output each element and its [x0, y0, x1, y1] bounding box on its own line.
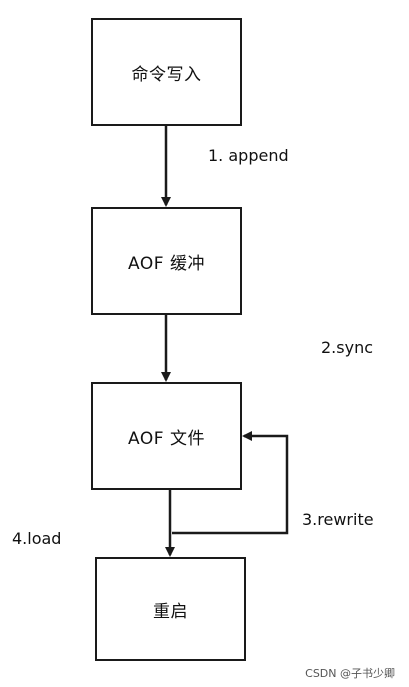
node-restart: 重启	[95, 557, 246, 661]
edge-label-sync: 2.sync	[321, 338, 374, 357]
node-command-write: 命令写入	[91, 18, 242, 126]
arrow-rewrite	[172, 431, 289, 535]
watermark: CSDN @子书少卿	[305, 667, 395, 680]
edge-label-load: 4.load	[12, 529, 62, 548]
node-aof-buffer-label: AOF 缓冲	[128, 253, 205, 274]
edge-label-rewrite: 3.rewrite	[302, 510, 374, 529]
node-aof-file-label: AOF 文件	[128, 428, 205, 449]
node-aof-buffer: AOF 缓冲	[91, 207, 242, 315]
node-aof-file: AOF 文件	[91, 382, 242, 490]
node-restart-label: 重启	[153, 601, 188, 622]
edge-label-append: 1. append	[208, 146, 289, 165]
node-command-write-label: 命令写入	[131, 64, 202, 85]
